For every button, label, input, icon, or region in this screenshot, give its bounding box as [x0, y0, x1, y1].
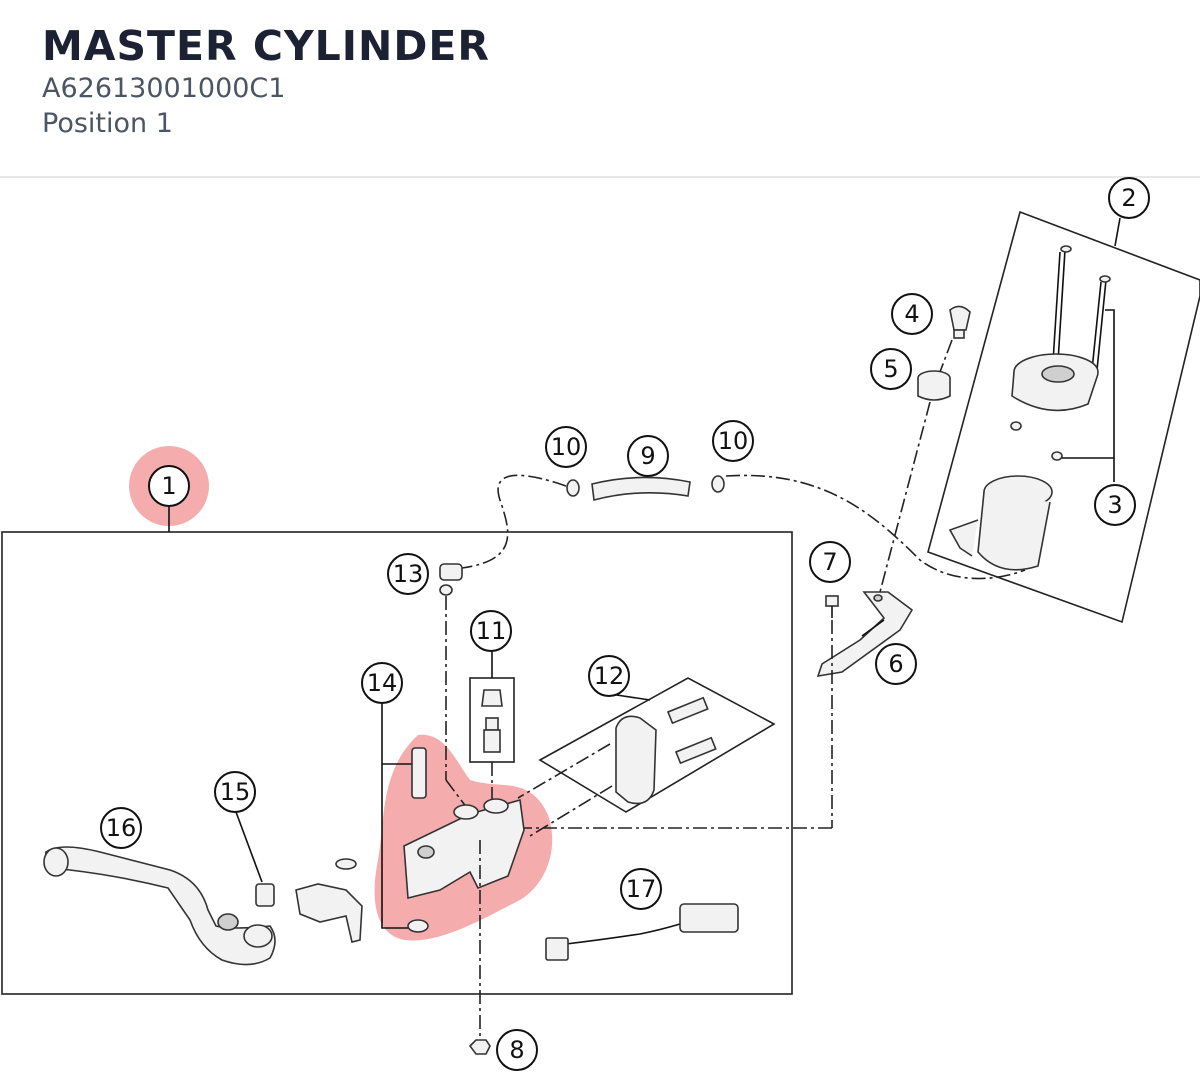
bracket-part-6	[816, 591, 914, 678]
svg-text:10: 10	[718, 427, 749, 455]
brake-lever-part-16	[43, 846, 276, 966]
svg-text:5: 5	[883, 355, 898, 383]
callout-14[interactable]: 14	[361, 662, 403, 704]
bleeder-group-11	[469, 650, 515, 763]
callout-13[interactable]: 13	[387, 553, 429, 595]
callout-9[interactable]: 9	[627, 435, 669, 477]
svg-text:12: 12	[594, 662, 625, 690]
svg-text:4: 4	[904, 300, 919, 328]
svg-text:15: 15	[220, 778, 251, 806]
switch-part-17	[545, 903, 739, 961]
pivot-parts	[295, 858, 363, 943]
svg-text:6: 6	[888, 650, 903, 678]
callout-11[interactable]: 11	[470, 610, 512, 652]
svg-text:7: 7	[822, 548, 837, 576]
adjuster-part-15	[235, 811, 275, 907]
callout-3[interactable]: 3	[1094, 484, 1136, 526]
leader-14	[381, 704, 427, 929]
cap-part-4	[949, 305, 971, 339]
master-cylinder-body	[403, 798, 525, 933]
svg-text:10: 10	[551, 433, 582, 461]
reservoir-group	[927, 210, 1200, 624]
part-number: A62613001000C1	[42, 73, 286, 104]
callout-12[interactable]: 12	[588, 655, 630, 697]
position-label: Position 1	[42, 108, 173, 139]
svg-text:13: 13	[393, 560, 424, 588]
callout-2[interactable]: 2	[1108, 177, 1150, 219]
callout-1[interactable]: 1	[148, 465, 190, 507]
callout-16[interactable]: 16	[100, 807, 142, 849]
callout-7[interactable]: 7	[809, 541, 851, 583]
clamp-part-10-right	[711, 475, 725, 493]
fitting-part-13	[439, 563, 463, 596]
svg-text:16: 16	[106, 814, 137, 842]
clamp-group-12	[538, 677, 776, 813]
grommet-part-5	[917, 370, 951, 401]
hose-part-9	[591, 476, 691, 502]
callout-8[interactable]: 8	[496, 1029, 538, 1071]
svg-text:17: 17	[626, 875, 657, 903]
svg-text:14: 14	[367, 669, 398, 697]
svg-text:2: 2	[1121, 184, 1136, 212]
callout-15[interactable]: 15	[214, 771, 256, 813]
svg-text:11: 11	[476, 617, 507, 645]
page-header: MASTER CYLINDER A62613001000C1 Position …	[0, 0, 1200, 178]
assembly-frame	[1, 506, 793, 995]
callout-6[interactable]: 6	[875, 643, 917, 685]
svg-text:1: 1	[161, 472, 176, 500]
callout-10-right[interactable]: 10	[712, 420, 754, 462]
svg-text:9: 9	[640, 442, 655, 470]
callout-4[interactable]: 4	[891, 293, 933, 335]
screw-part-7	[825, 595, 839, 618]
clamp-part-10-left	[566, 479, 580, 497]
svg-text:8: 8	[509, 1036, 524, 1064]
nut-part-8	[468, 1039, 491, 1055]
page-title: MASTER CYLINDER	[42, 22, 490, 70]
callout-5[interactable]: 5	[870, 348, 912, 390]
callout-10-left[interactable]: 10	[545, 426, 587, 468]
callout-17[interactable]: 17	[620, 868, 662, 910]
svg-text:3: 3	[1107, 491, 1122, 519]
